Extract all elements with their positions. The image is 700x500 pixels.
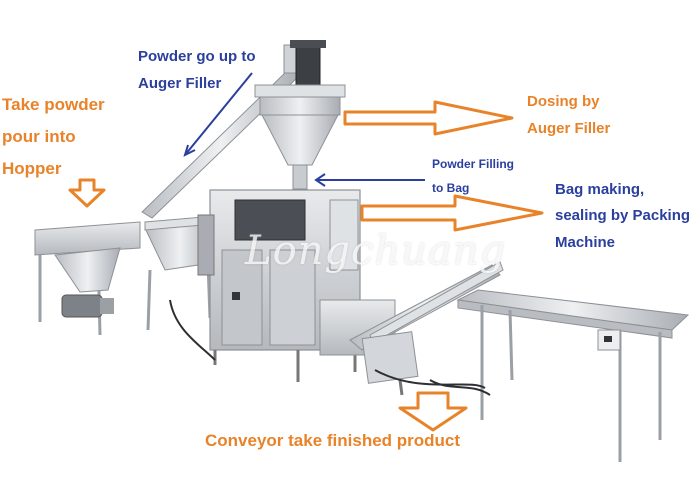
arrow-powder-up [183, 72, 253, 157]
label-bag-making-line2: sealing by Packing [555, 207, 691, 224]
arrow-to-hopper [68, 178, 106, 208]
hopper [34, 215, 216, 336]
label-powder-up-line2: Auger Filler [138, 75, 222, 92]
output-conveyor [349, 261, 504, 396]
label-powder-filling-line1: Powder Filling [432, 157, 515, 171]
arrow-bag-making [360, 194, 544, 232]
auger-filler [254, 84, 346, 190]
label-powder-up-line1: Powder go up to [138, 48, 256, 65]
label-powder-filling-line2: to Bag [432, 181, 470, 195]
label-dosing-line1: Dosing by [527, 93, 600, 110]
arrow-dosing [343, 100, 514, 136]
label-bag-making-line1: Bag making, [555, 181, 645, 198]
cables [169, 299, 491, 396]
label-take-powder-line1: Take powder [2, 95, 105, 114]
label-take-powder-line2: pour into [2, 127, 76, 146]
label-bag-making-line3: Machine [555, 234, 616, 251]
finished-product-conveyor [456, 289, 690, 462]
label-take-powder-line3: Hopper [2, 159, 62, 178]
label-dosing-line2: Auger Filler [527, 120, 611, 137]
arrow-powder-filling [314, 173, 425, 187]
label-conveyor: Conveyor take finished product [205, 431, 461, 450]
watermark: Longchuang [245, 228, 507, 274]
arrow-conveyor [398, 391, 468, 432]
